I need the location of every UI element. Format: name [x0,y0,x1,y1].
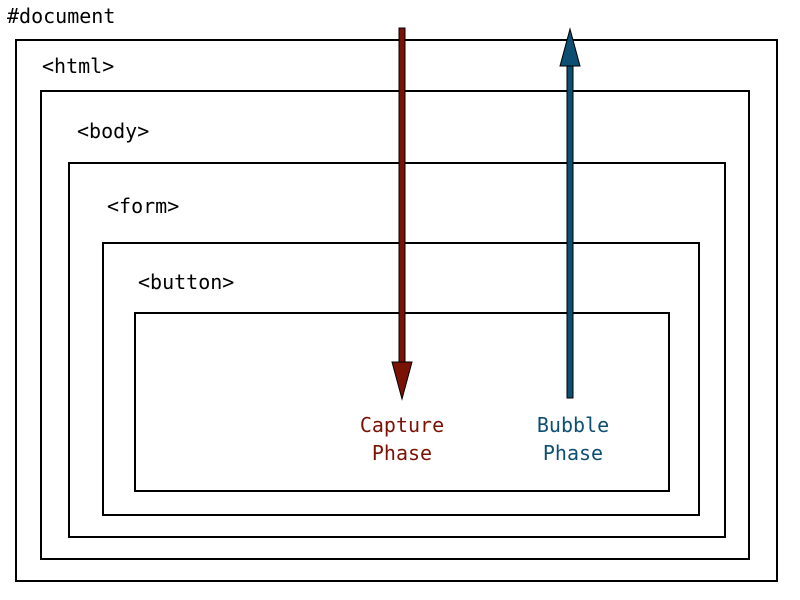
capture-phase-line1: Capture [359,413,445,437]
bubble-phase-label: Bubble Phase [493,411,653,467]
html-box [15,39,778,582]
form-label: <form> [107,194,180,218]
bubble-phase-line2: Phase [542,441,604,465]
capture-phase-line2: Phase [371,441,433,465]
html-label: <html> [42,54,115,78]
button-label: <button> [138,270,235,294]
body-box [40,90,750,560]
bubble-phase-line1: Bubble [536,413,610,437]
document-label: #document [7,4,116,28]
body-label: <body> [77,119,150,143]
capture-phase-label: Capture Phase [322,411,482,467]
form-box [68,162,726,538]
